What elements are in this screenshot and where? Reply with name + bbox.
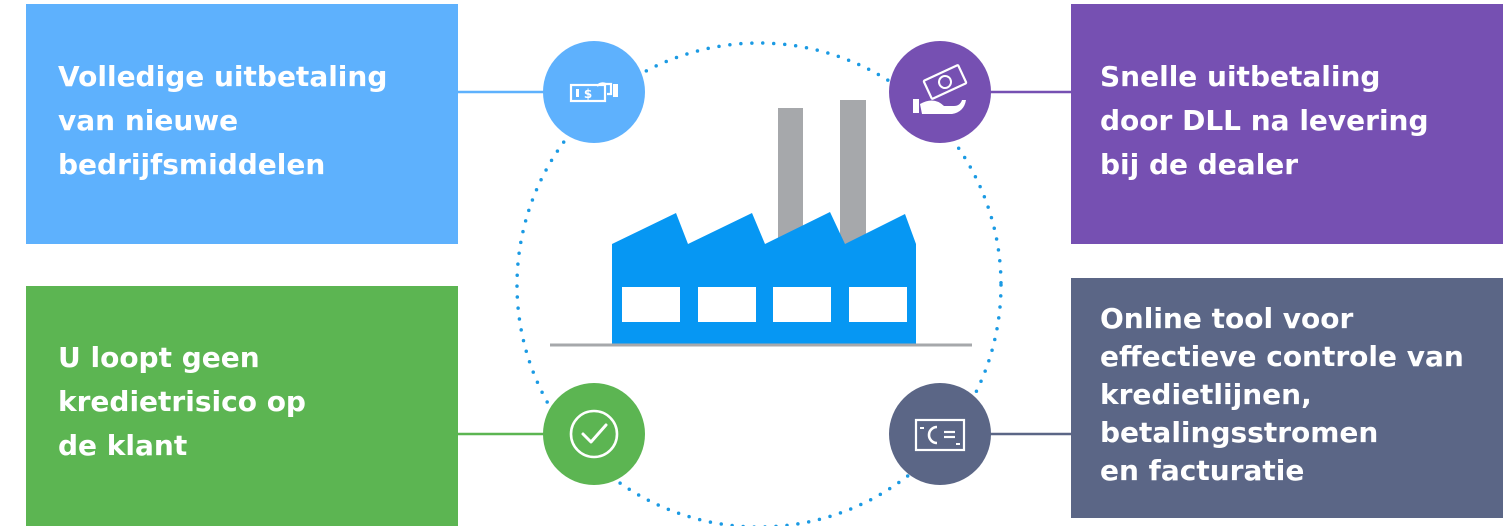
factory-chimney-left <box>778 108 803 243</box>
credit-card-icon <box>889 383 991 485</box>
benefit-box-no-credit-risk: U loopt geen kredietrisico op de klant <box>26 286 458 526</box>
benefit-text-line: Online tool voor <box>1100 302 1354 335</box>
benefit-text-line: bedrijfsmiddelen <box>58 148 326 181</box>
money-hand-icon <box>889 41 991 143</box>
benefit-box-full-payout: Volledige uitbetaling van nieuwe bedrijf… <box>26 4 458 244</box>
factory-chimney-right <box>840 100 866 248</box>
factory-icon <box>550 100 972 347</box>
benefit-text-line: en facturatie <box>1100 454 1305 487</box>
factory-window-3 <box>773 287 831 322</box>
factory-window-2 <box>698 287 756 322</box>
benefit-text-line: de klant <box>58 429 188 462</box>
factory-building <box>612 212 916 345</box>
benefit-box-fast-payout: Snelle uitbetaling door DLL na levering … <box>1071 4 1503 244</box>
cash-hand-icon: $ <box>543 41 645 143</box>
benefit-text-line: Snelle uitbetaling <box>1100 60 1381 93</box>
benefit-text-line: betalingsstromen <box>1100 416 1379 449</box>
factory-window-4 <box>849 287 907 322</box>
factory-window-1 <box>622 287 680 322</box>
svg-text:$: $ <box>584 87 592 101</box>
benefit-text-line: Volledige uitbetaling <box>58 60 388 93</box>
dotted-circle <box>515 41 1003 526</box>
checkmark-circle-icon <box>543 383 645 485</box>
benefit-text-line: van nieuwe <box>58 104 239 137</box>
benefit-text-line: kredietlijnen, <box>1100 378 1312 411</box>
benefit-text-line: door DLL na levering <box>1100 104 1429 137</box>
benefit-text-line: kredietrisico op <box>58 385 306 418</box>
benefit-text-line: U loopt geen <box>58 341 260 374</box>
benefit-box-online-tool: Online tool voor effectieve controle van… <box>1071 278 1503 518</box>
benefit-text-line: bij de dealer <box>1100 148 1299 181</box>
benefit-text-line: effectieve controle van <box>1100 340 1464 373</box>
